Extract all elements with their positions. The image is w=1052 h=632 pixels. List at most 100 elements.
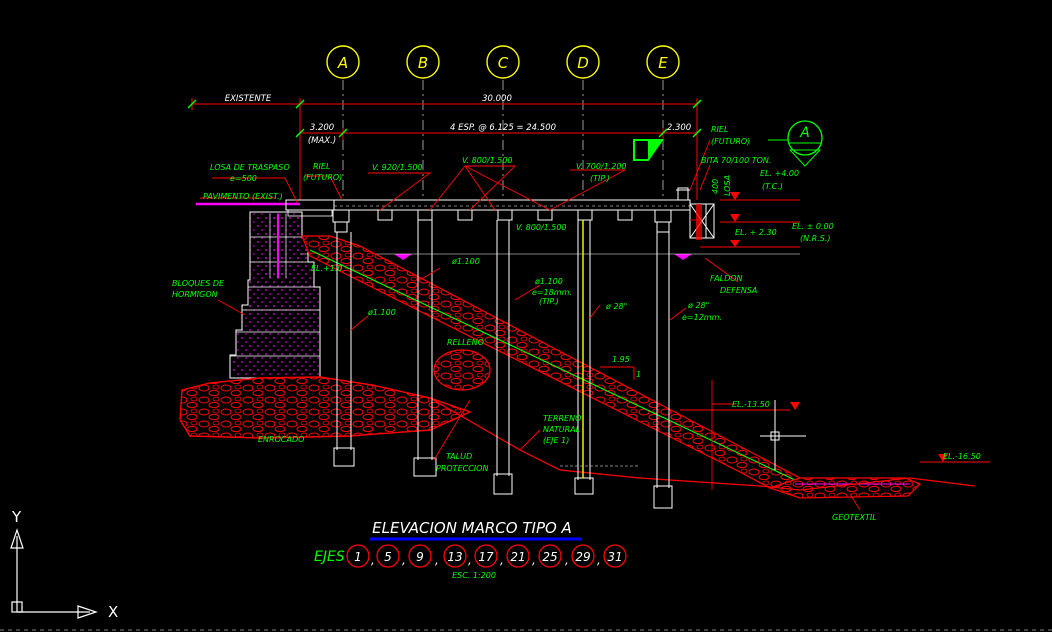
dimension-lines	[191, 98, 698, 200]
label-terreno-1: TERRENO	[543, 414, 581, 423]
label-terreno-3: (EJE 1)	[543, 436, 569, 445]
label-futuro-left: (FUTURO)	[303, 173, 342, 182]
label-nrs: (N.R.S.)	[800, 234, 831, 243]
axis-bubble-b: B	[406, 45, 440, 79]
label-bita: BITA 70/100 TON.	[701, 156, 771, 165]
axis-bubble-a: A	[326, 45, 360, 79]
label-talud-2: PROTECCION	[436, 464, 488, 473]
fender-face	[696, 204, 702, 240]
ucs-y-label: Y	[11, 508, 22, 526]
detail-mark-label: A	[799, 125, 810, 141]
label-el-400: EL. +4.00	[760, 169, 799, 178]
eje-bubble-29: 29	[571, 544, 595, 568]
eje-number: 9	[416, 550, 424, 564]
svg-text:,: ,	[565, 553, 569, 567]
ejes-label: EJES	[314, 549, 345, 565]
svg-text:,: ,	[532, 553, 536, 567]
label-pile-1100-a: ø1.100	[451, 257, 480, 266]
axis-label: C	[498, 54, 509, 72]
leader-lines	[200, 139, 861, 511]
label-pile-c-tip: (TIP.)	[539, 297, 559, 306]
label-faldon: FALDON	[710, 274, 743, 283]
natural-terrain	[429, 397, 976, 491]
piles	[333, 220, 673, 509]
svg-text:,: ,	[402, 553, 406, 567]
label-pavimento: PAVIMENTO (EXIST.)	[203, 192, 283, 201]
title-block: ELEVACION MARCO TIPO A EJES 1 5 9 13 1	[314, 519, 627, 580]
eje-bubble-17: 17	[474, 544, 498, 568]
label-pile-28-b: ø 28"	[687, 301, 709, 310]
drawing-scale: ESC. 1:200	[452, 571, 496, 580]
label-relleno: RELLENO	[447, 338, 484, 347]
axis-label: D	[577, 54, 589, 72]
eje-bubble-5: 5	[376, 544, 400, 568]
label-riel-left: RIEL	[313, 162, 330, 171]
eje-bubble-13: 13	[443, 544, 467, 568]
axis-bubble-e: E	[646, 45, 680, 79]
detail-mark: A	[768, 120, 823, 167]
label-geotextil: GEOTEXTIL	[832, 513, 877, 522]
label-viga-4: V. 800/1.500	[516, 223, 567, 232]
label-pile-c-e: e=18mm.	[532, 288, 572, 297]
axis-label: E	[658, 54, 668, 72]
label-tc: (T.C.)	[762, 182, 783, 191]
axis-bubble-c: C	[486, 45, 520, 79]
eje-number: 29	[575, 550, 590, 564]
label-slope-195: 1.95	[612, 355, 630, 364]
ejes-list: 1 5 9 13 17 21	[346, 544, 627, 568]
dim-left-span: 3.200	[310, 123, 334, 133]
eje-bubble-31: 31	[603, 544, 627, 568]
label-viga-3-tip: (TIP.)	[590, 174, 610, 183]
dim-left-span-note: (MAX.)	[308, 136, 336, 146]
label-el-000: EL. ± 0.00	[792, 222, 834, 231]
slope-triangle	[600, 366, 635, 380]
axis-bubble-d: D	[566, 45, 600, 79]
label-bloques-2: HORMIGON	[172, 290, 218, 299]
label-losa-traspaso-e: e=500	[230, 174, 257, 183]
eje-number: 21	[510, 550, 525, 564]
eje-bubble-9: 9	[408, 544, 432, 568]
eje-number: 5	[384, 550, 392, 564]
label-el-1650: EL.-16.50	[943, 452, 981, 461]
ucs-icon	[10, 528, 98, 619]
label-futuro-right: (FUTURO)	[711, 137, 750, 146]
label-defensa: DEFENSA	[720, 286, 757, 295]
svg-text:,: ,	[597, 553, 601, 567]
label-losa: LOSA	[723, 175, 732, 196]
label-pile-28-e: e=12mm.	[682, 313, 722, 322]
eje-number: 25	[542, 550, 557, 564]
eje-bubble-25: 25	[538, 544, 562, 568]
ucs-x-label: X	[108, 603, 118, 621]
eje-number: 17	[478, 550, 494, 564]
fill-mound	[433, 349, 491, 391]
label-viga-2: V. 800/1.500	[462, 156, 513, 165]
svg-text:,: ,	[468, 553, 472, 567]
water-level-markers	[394, 254, 692, 260]
label-el-1350: EL.-13.50	[732, 400, 770, 409]
cursor-crosshair	[760, 400, 806, 470]
label-talud-1: TALUD	[446, 452, 472, 461]
bollard	[676, 187, 690, 201]
label-riel-right: RIEL	[711, 125, 728, 134]
axis-label: B	[418, 54, 428, 72]
svg-text:,: ,	[500, 553, 504, 567]
label-bloques-1: BLOQUES DE	[172, 279, 225, 288]
green-marker	[633, 139, 664, 161]
drawing-title: ELEVACION MARCO TIPO A	[372, 519, 572, 537]
label-viga-1: V. 920/1.500	[372, 163, 423, 172]
label-losa-traspaso: LOSA DE TRASPASO	[210, 163, 290, 172]
label-pile-1100-b: ø1.100	[534, 277, 563, 286]
eje-bubble-1: 1	[346, 544, 370, 568]
dim-existente: EXISTENTE	[225, 94, 272, 104]
slope-protection	[301, 235, 922, 499]
svg-text:,: ,	[371, 553, 375, 567]
eje-number: 13	[447, 550, 462, 564]
axis-label: A	[337, 54, 348, 72]
label-slope-1: 1	[636, 370, 641, 379]
eje-number: 1	[354, 550, 362, 564]
dim-right-span: 2.300	[667, 123, 691, 133]
label-terreno-2: NATURAL	[543, 425, 580, 434]
eje-bubble-21: 21	[506, 544, 530, 568]
eje-number: 31	[607, 550, 622, 564]
